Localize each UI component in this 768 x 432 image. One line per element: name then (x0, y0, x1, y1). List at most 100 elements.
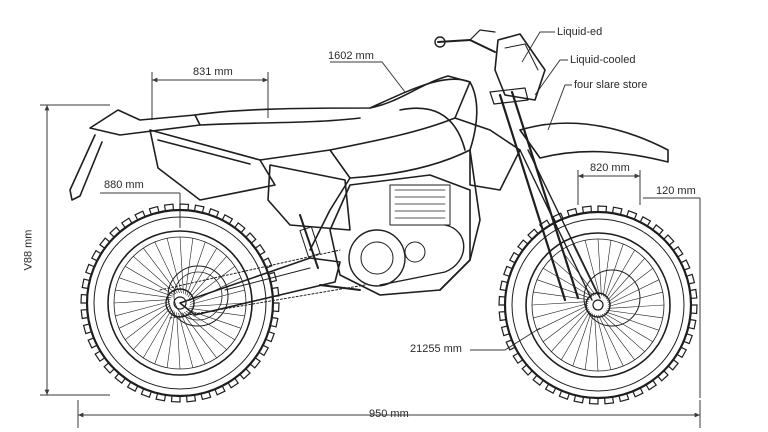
wheel-spoke (596, 314, 612, 370)
wheelbase-label: 21255 mm (410, 343, 462, 355)
tread-block (667, 358, 679, 371)
tread-block (267, 271, 278, 283)
tread-block (527, 228, 540, 241)
tread-block (207, 208, 220, 219)
tread-block (103, 361, 116, 374)
tread-block (682, 332, 693, 345)
wheel-spoke (594, 314, 599, 372)
tread-block (85, 263, 96, 276)
wheel-spoke (561, 310, 591, 361)
tread-block (233, 222, 246, 234)
wheel-spoke (115, 301, 171, 317)
tread-block (618, 392, 630, 403)
wheel-spoke (189, 289, 245, 305)
wheel-spoke (605, 249, 635, 300)
tread-block (254, 243, 266, 256)
wheel-spoke (604, 243, 624, 298)
overall-height-label: V88 mm (22, 229, 35, 271)
tread-block (680, 259, 691, 271)
tread-block (82, 323, 93, 335)
tread-block (140, 387, 153, 398)
wheel-spoke (133, 307, 172, 350)
wheel-spoke (166, 238, 182, 294)
wheel-spoke (536, 305, 589, 331)
tread-block (249, 356, 261, 369)
wheel-spoke (154, 241, 180, 294)
tread-block (80, 293, 88, 304)
tread-block (238, 367, 251, 380)
tread-block (269, 316, 279, 328)
wheel-spoke (600, 314, 635, 361)
tread-block (120, 217, 133, 229)
cooling-callout: Liquid-cooled (570, 54, 636, 66)
tread-block (99, 237, 111, 250)
wheel-spoke (607, 279, 660, 305)
tread-block (163, 203, 175, 212)
wheel-spoke (124, 266, 175, 296)
tread-block (90, 249, 102, 262)
tread-block (264, 330, 275, 343)
wheel-spoke (572, 312, 592, 367)
wheel-spoke (542, 268, 593, 298)
wheel-spoke (143, 308, 173, 359)
tread-block (566, 207, 578, 218)
wheel-spoke (607, 268, 654, 303)
front-fork-assembly (434, 29, 669, 302)
wheel-spoke (536, 279, 591, 299)
tread-block (632, 387, 644, 398)
wheel-spoke (143, 247, 178, 294)
wheel-spoke (605, 311, 660, 331)
wheel-spoke (607, 291, 663, 307)
wheel-spoke (189, 302, 247, 307)
wheel-spoke (124, 305, 171, 340)
wheel-spoke (603, 312, 654, 342)
front-wheel (498, 205, 698, 405)
tread-block (597, 205, 608, 213)
wheel-spoke (154, 310, 174, 365)
tread-block (170, 395, 181, 403)
wheel-spoke (182, 312, 217, 359)
wheel-spoke (118, 277, 173, 297)
front-height-label: 820 mm (590, 162, 630, 174)
wheel-spoke (597, 238, 602, 296)
tread-block (505, 339, 516, 351)
tread-block (651, 224, 664, 236)
tread-block (262, 257, 273, 269)
tread-block (214, 385, 226, 396)
tread-block (221, 213, 234, 225)
tread-block (676, 346, 688, 359)
wheel-spoke (166, 311, 176, 368)
tread-block (639, 215, 652, 227)
wheel-spoke (189, 266, 236, 301)
tread-block (155, 392, 167, 402)
wheel-spoke (179, 236, 184, 294)
tread-block (272, 302, 280, 313)
wheel-spoke (184, 311, 227, 350)
tread-block (244, 232, 257, 245)
tread-block (687, 318, 697, 330)
wheel-spoke (180, 312, 206, 365)
frame-body (69, 75, 521, 319)
wheel-spoke (178, 312, 194, 368)
tread-block (662, 234, 675, 247)
tread-block (532, 374, 545, 386)
wheel-spoke (606, 309, 663, 319)
engine-callout: Liquid-ed (557, 26, 603, 38)
tread-block (200, 390, 212, 401)
wheel-spoke (572, 243, 598, 296)
tread-block (498, 310, 507, 322)
tread-block (611, 206, 623, 216)
tread-block (134, 210, 146, 221)
tread-block (193, 204, 205, 214)
tread-block (685, 273, 696, 285)
wheel-spoke (187, 247, 217, 298)
tread-block (499, 280, 509, 292)
tread-block (80, 308, 89, 320)
tread-block (512, 352, 524, 365)
front-wheel-label: 120 mm (656, 185, 696, 197)
tread-block (81, 278, 91, 290)
tread-block (645, 379, 658, 391)
wheel-spoke (188, 307, 245, 317)
